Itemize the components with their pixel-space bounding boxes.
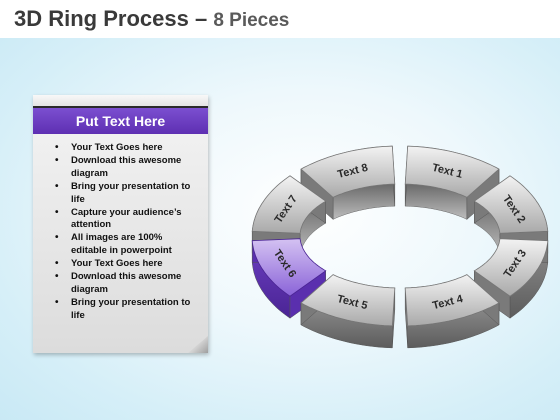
- note-item: Bring your presentation to life: [55, 181, 191, 207]
- note-item: Capture your audience’s attention: [55, 207, 191, 233]
- title-sub: 8 Pieces: [213, 10, 290, 31]
- ring-segment: Text 3: [473, 238, 549, 319]
- note-card: Put Text Here Your Text Goes here Downlo…: [33, 95, 208, 353]
- ring-segment: Text 4: [404, 274, 500, 349]
- note-topbar: [33, 95, 208, 108]
- note-list: Your Text Goes here Download this awesom…: [33, 142, 208, 323]
- note-item: All images are 100% editable in powerpoi…: [55, 232, 191, 258]
- ring-segment: Text 8: [300, 145, 396, 220]
- note-item: Download this awesome diagram: [55, 271, 191, 297]
- note-header: Put Text Here: [33, 108, 208, 134]
- segment-top-face: [251, 238, 327, 297]
- note-item: Bring your presentation to life: [55, 297, 191, 323]
- segment-top-face: [404, 274, 500, 327]
- title-main: 3D Ring Process –: [14, 6, 208, 31]
- ring-segment: Text 1: [404, 145, 500, 220]
- note-item: Your Text Goes here: [55, 258, 191, 271]
- segment-top-face: [300, 274, 396, 327]
- segment-top-face: [300, 145, 396, 198]
- ring-segment: Text 5: [300, 274, 396, 349]
- segment-top-face: [473, 238, 549, 297]
- ring-segment: Text 6: [251, 238, 327, 319]
- ring-segment: Text 7: [251, 175, 327, 256]
- segment-top-face: [251, 175, 327, 234]
- note-item: Download this awesome diagram: [55, 155, 191, 181]
- segment-top-face: [404, 145, 500, 198]
- slide-title: 3D Ring Process – 8 Pieces: [14, 6, 289, 32]
- segment-top-face: [473, 175, 549, 234]
- note-item: Your Text Goes here: [55, 142, 191, 155]
